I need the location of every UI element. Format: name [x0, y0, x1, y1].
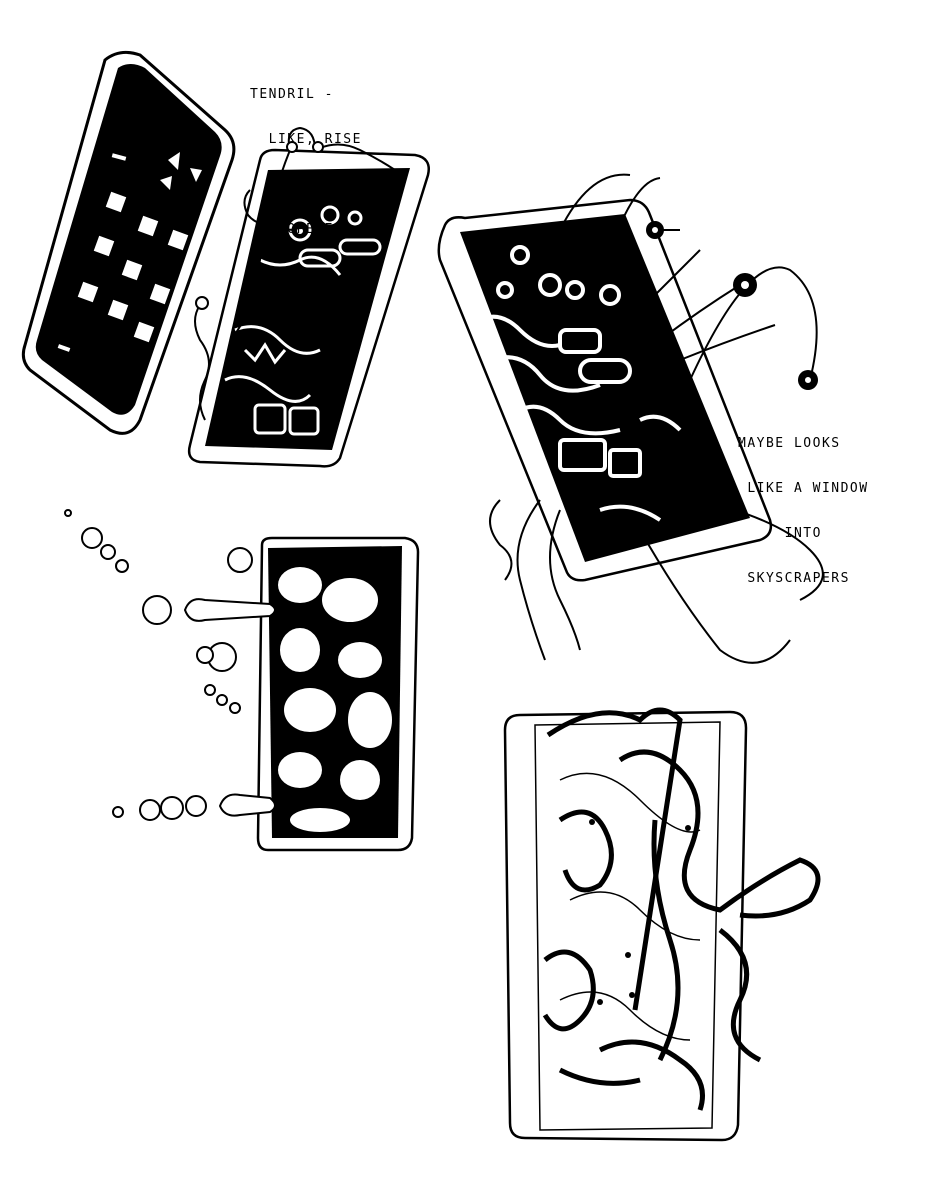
annotation-window: MAYBE LOOKS LIKE A WINDOW INTO SKYSCRAPE… [738, 406, 869, 601]
phone-tendrils-sketch [437, 173, 824, 664]
annotation-line: SKYSCRAPERS [738, 571, 850, 586]
annotation-line: OPENED [250, 222, 344, 237]
annotation-line: LIKE A WINDOW [738, 481, 869, 496]
annotation-line: LIKE, RISE [250, 132, 362, 147]
phone-circuit-sketch [187, 126, 430, 468]
phone-keypad-sketch [21, 50, 236, 435]
annotation-line: UP WHEN [250, 177, 344, 192]
annotation-tendril: TENDRIL - LIKE, RISE UP WHEN OPENED [250, 57, 362, 252]
annotation-line: INTO [738, 526, 822, 541]
phone-blob-sketch [64, 509, 420, 852]
annotation-line: MAYBE LOOKS [738, 436, 841, 451]
phone-squiggle-sketch [503, 707, 821, 1142]
keypad-buttons [57, 152, 202, 352]
annotation-line: TENDRIL - [250, 87, 334, 102]
